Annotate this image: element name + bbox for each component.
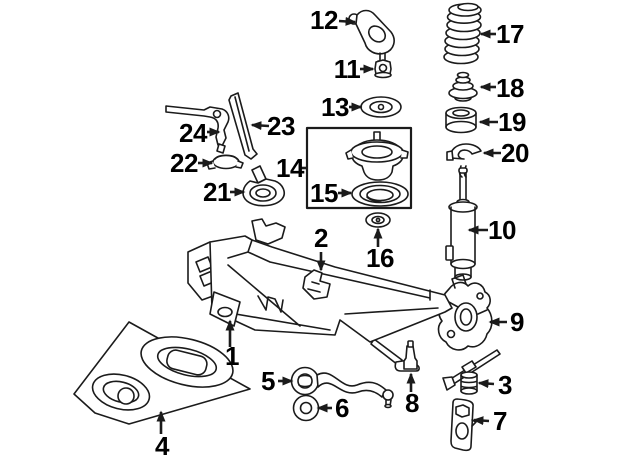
callout-label-1: 1 bbox=[225, 341, 239, 371]
bearing-seat-drawing bbox=[351, 181, 409, 207]
fork-bracket-drawing bbox=[242, 165, 285, 207]
bump-stop-drawing bbox=[448, 71, 478, 102]
callout-label-21: 21 bbox=[203, 177, 231, 207]
washer-drawing bbox=[360, 96, 402, 118]
callout-label-16: 16 bbox=[366, 243, 394, 273]
callout-label-6: 6 bbox=[335, 393, 349, 423]
bracket-plate-drawing bbox=[450, 398, 477, 452]
callout-label-18: 18 bbox=[496, 73, 524, 103]
callout-label-3: 3 bbox=[498, 370, 512, 400]
small-washer-drawing bbox=[365, 212, 391, 228]
callout-label-11: 11 bbox=[333, 54, 361, 84]
callout-label-7: 7 bbox=[493, 406, 507, 436]
kit-box-drawing bbox=[305, 126, 413, 210]
callout-label-14: 14 bbox=[276, 153, 304, 183]
callout-label-15: 15 bbox=[310, 178, 338, 208]
callout-arrow-23 bbox=[250, 121, 270, 131]
mount-stud-drawing bbox=[348, 9, 395, 66]
subframe-drawing bbox=[187, 218, 453, 343]
callout-arrows bbox=[156, 16, 507, 434]
knuckle-drawing bbox=[437, 274, 493, 351]
callout-arrow-3 bbox=[477, 379, 495, 389]
callout-label-20: 20 bbox=[501, 138, 529, 168]
control-arm-drawing bbox=[290, 366, 394, 409]
callout-label-23: 23 bbox=[267, 111, 295, 141]
bolt-sleeve-drawing bbox=[442, 349, 501, 395]
callout-label-4: 4 bbox=[155, 431, 169, 461]
callout-arrow-7 bbox=[472, 416, 490, 426]
callout-label-19: 19 bbox=[498, 107, 526, 137]
splash-shield-drawing bbox=[73, 321, 251, 425]
spring-pad-drawing bbox=[445, 106, 477, 134]
callout-label-12: 12 bbox=[310, 5, 338, 35]
callout-label-8: 8 bbox=[405, 388, 419, 418]
callout-label-13: 13 bbox=[321, 92, 349, 122]
callout-label-5: 5 bbox=[261, 366, 275, 396]
trim-strip-drawing bbox=[228, 92, 258, 160]
callout-label-17: 17 bbox=[496, 19, 524, 49]
callout-label-22: 22 bbox=[170, 148, 198, 178]
callout-label-10: 10 bbox=[488, 215, 516, 245]
callout-label-9: 9 bbox=[510, 307, 524, 337]
callout-label-24: 24 bbox=[179, 118, 207, 148]
hex-nut-drawing bbox=[374, 59, 392, 79]
callout-arrow-12 bbox=[338, 16, 357, 26]
callout-label-2: 2 bbox=[314, 223, 328, 253]
lever-arm-drawing bbox=[165, 105, 230, 154]
